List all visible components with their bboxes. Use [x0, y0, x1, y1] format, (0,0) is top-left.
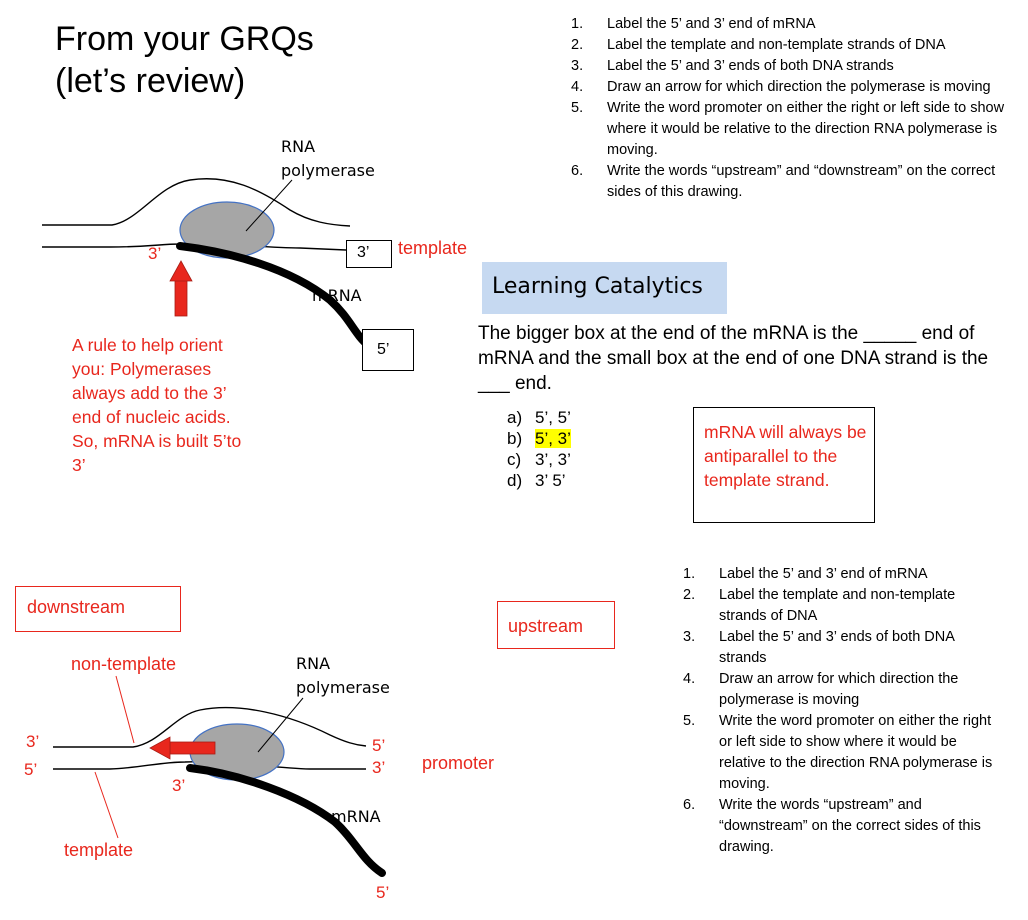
top-polymerase-pointer — [245, 179, 293, 232]
top-big-box-text: 5’ — [377, 341, 390, 358]
downstream-label: downstream — [27, 597, 126, 617]
top-small-box: 3’ — [346, 240, 392, 268]
bottom-direction-arrow-head — [149, 736, 171, 760]
instructions-top: 1.Label the 5’ and 3’ end of mRNA 2.Labe… — [571, 14, 1006, 203]
lc-option-c[interactable]: c)3’, 3’ — [507, 450, 571, 469]
upstream-label: upstream — [508, 616, 584, 636]
top-mrna-label: mRNA — [312, 286, 362, 305]
non-template-label: non-template — [71, 654, 177, 674]
upstream-box: upstream — [497, 601, 615, 649]
instruction-item: 1.Label the 5’ and 3’ end of mRNA — [571, 16, 816, 32]
instructions-bottom: 1.Label the 5’ and 3’ end of mRNA 2.Labe… — [683, 564, 1003, 858]
instruction-item: 4.Draw an arrow for which direction the … — [571, 79, 991, 95]
left-top-3-prime: 3’ — [26, 732, 40, 751]
lc-option-d[interactable]: d)3’ 5’ — [507, 471, 566, 490]
instruction-item: 4.Draw an arrow for which direction the … — [683, 671, 959, 708]
top-mrna-3-prime-label: 3’ — [148, 244, 162, 263]
instruction-item: 1.Label the 5’ and 3’ end of mRNA — [683, 566, 928, 582]
lc-option-b-highlight: 5’, 3’ — [535, 429, 571, 448]
left-bottom-5-prime: 5’ — [24, 760, 38, 779]
lc-question: The bigger box at the end of the mRNA is… — [478, 323, 989, 394]
top-mrna-strand — [176, 242, 372, 349]
instruction-item: 3.Label the 5’ and 3’ ends of both DNA s… — [571, 58, 894, 74]
instruction-item: 2.Label the template and non-template st… — [571, 37, 946, 53]
promoter-label: promoter — [422, 753, 495, 773]
antiparallel-note-text: mRNA will always be antiparallel to the … — [704, 422, 867, 490]
lc-options: a)5’, 5’ b)5’, 3’ c)3’, 3’ d)3’ 5’ — [507, 407, 571, 491]
bottom-polymerase-pointer — [257, 697, 304, 753]
lc-option-b[interactable]: b)5’, 3’ — [507, 429, 571, 448]
template-pointer — [94, 771, 119, 839]
non-template-pointer — [115, 675, 135, 744]
antiparallel-note-box: mRNA will always be antiparallel to the … — [693, 407, 875, 523]
downstream-box: downstream — [15, 586, 181, 632]
top-template-label: template — [398, 238, 468, 258]
slide-title: From your GRQs (let’s review) — [55, 18, 314, 102]
bottom-dna-lower-strand — [53, 760, 366, 770]
title-line-1: From your GRQs — [55, 20, 314, 58]
template-label: template — [64, 840, 134, 860]
instruction-item: 2.Label the template and non-template st… — [683, 587, 956, 624]
lc-option-a[interactable]: a)5’, 5’ — [507, 408, 571, 427]
instruction-item: 6.Write the words “upstream” and “downst… — [683, 797, 981, 855]
top-arrow-shaft — [174, 279, 188, 317]
bottom-mrna-label: mRNA — [331, 807, 381, 826]
top-arrow-head — [169, 260, 193, 282]
instruction-item: 5.Write the word promoter on either the … — [683, 713, 993, 792]
bottom-dna-upper-strand — [53, 706, 367, 748]
instruction-item: 3.Label the 5’ and 3’ ends of both DNA s… — [683, 629, 955, 666]
bottom-mrna-strand — [186, 764, 386, 877]
right-bottom-3-prime: 3’ — [372, 758, 386, 777]
learning-catalytics-title: Learning Catalytics — [492, 274, 703, 299]
instruction-item: 6.Write the words “upstream” and “downst… — [571, 163, 996, 200]
learning-catalytics-banner: Learning Catalytics — [482, 262, 727, 314]
bottom-mrna-5-prime: 5’ — [376, 883, 390, 902]
bottom-direction-arrow-shaft — [169, 741, 216, 755]
instruction-item: 5.Write the word promoter on either the … — [571, 100, 1005, 158]
bottom-mrna-3-prime: 3’ — [172, 776, 186, 795]
top-big-box: 5’ — [362, 329, 414, 371]
top-dna-upper-strand — [42, 178, 351, 227]
top-rna-polymerase-label: RNA polymerase — [281, 137, 375, 180]
right-top-5-prime: 5’ — [372, 736, 386, 755]
polymerase-rule-text: A rule to help orient you: Polymerases a… — [72, 335, 242, 475]
title-line-2: (let’s review) — [55, 62, 246, 100]
top-small-box-text: 3’ — [357, 244, 370, 261]
bottom-rna-polymerase-label: RNA polymerase — [296, 654, 390, 697]
